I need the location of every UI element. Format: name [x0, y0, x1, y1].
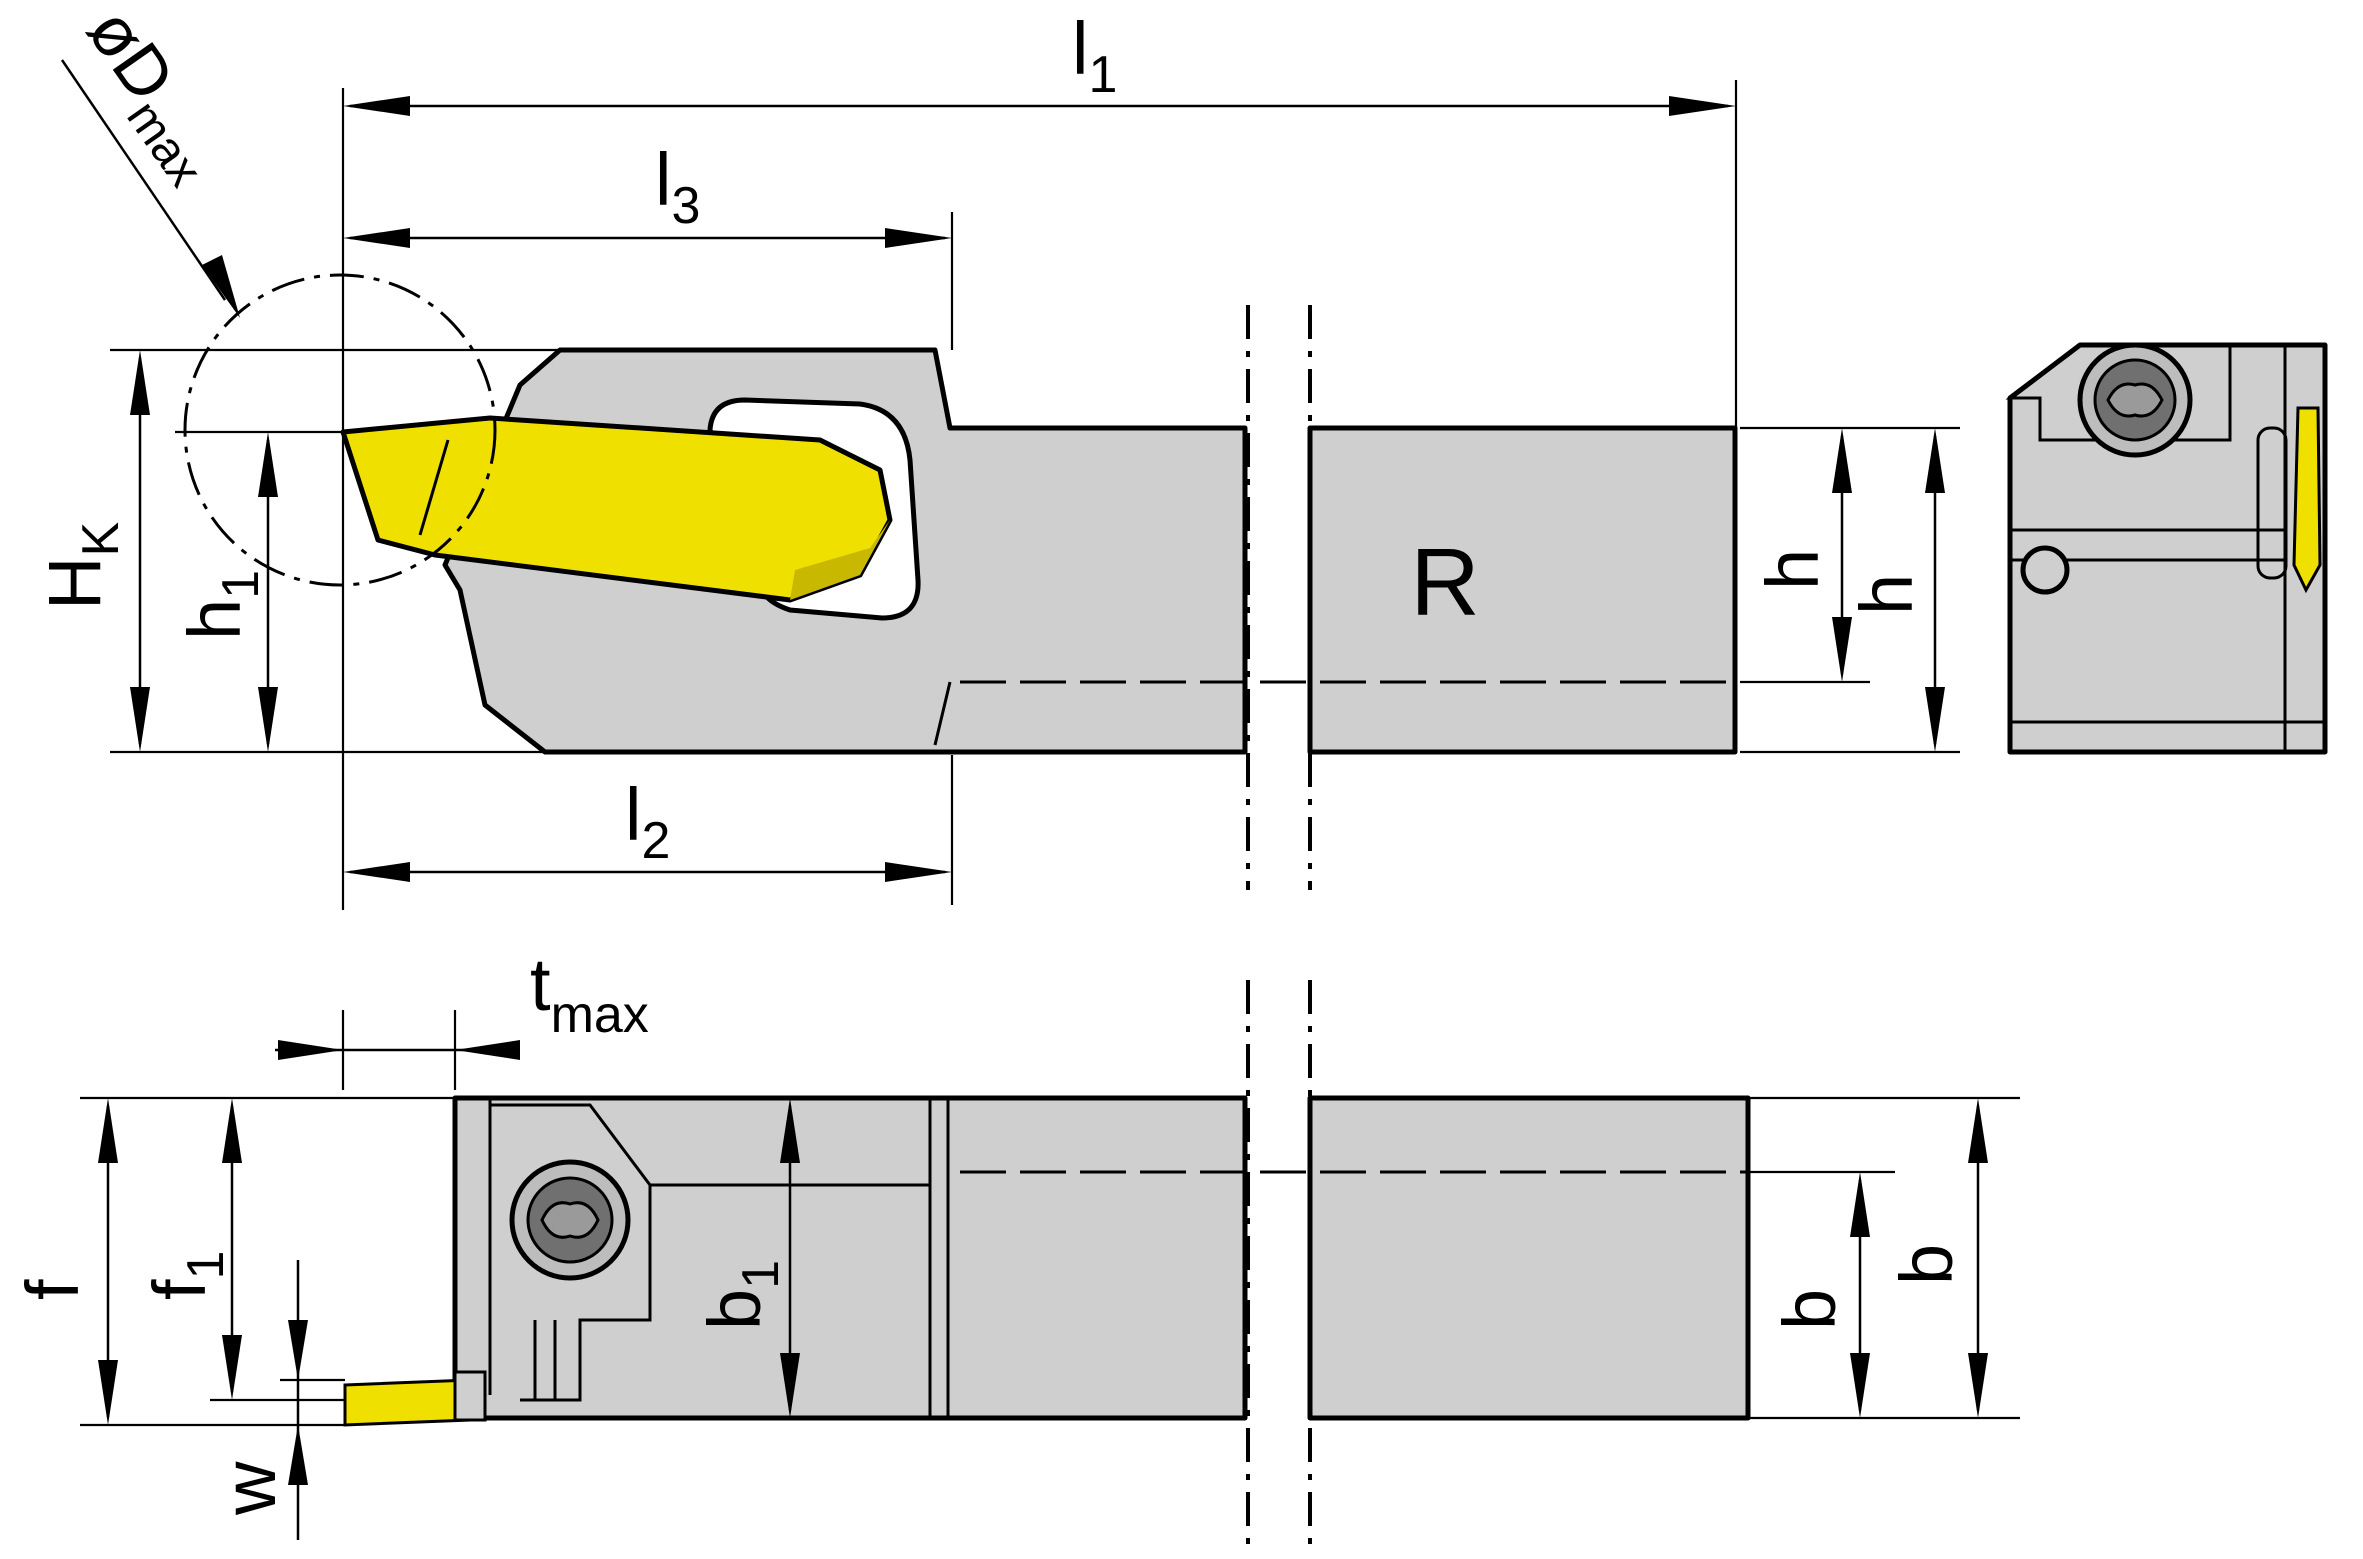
- dim-f-label: f: [11, 1279, 94, 1300]
- dim-hk-label: HK: [33, 522, 130, 610]
- hand-marker-R: R: [1410, 529, 1479, 636]
- dim-dmax-leader: [60, 59, 227, 301]
- dim-l2-label: l2: [625, 773, 670, 870]
- dim-f1-label: f1: [138, 1251, 235, 1300]
- top-view-screw-icon: [509, 1159, 631, 1281]
- dim-h-outer-label: h: [1845, 574, 1928, 615]
- dim-b1-label: b1: [693, 1260, 790, 1330]
- dim-tmax-label: tmax: [530, 943, 649, 1044]
- top-view-shank: [1307, 1095, 1751, 1421]
- dim-h-inner-label: h: [1751, 549, 1834, 590]
- top-view: [343, 980, 1751, 1545]
- side-insert-shade: [790, 520, 890, 600]
- end-view-pin: [2020, 545, 2070, 595]
- side-view: R: [183, 273, 1740, 890]
- end-view: [2005, 342, 2328, 755]
- end-view-screw-icon: [2077, 342, 2193, 458]
- dim-b-outer-label: b: [1885, 1244, 1968, 1285]
- dim-dmax-label: øDmax: [63, 0, 242, 196]
- dmax-circle: [183, 273, 497, 587]
- shank-body: [1307, 425, 1738, 755]
- top-view-head: [452, 1095, 1248, 1421]
- dimensions: l1 l3 l2 øDmax HK: [11, 0, 2020, 1540]
- end-view-insert: [2292, 406, 2322, 594]
- dim-l3-label: l3: [655, 138, 700, 235]
- dim-b-inner-label: b: [1768, 1289, 1851, 1330]
- dim-w-label: w: [208, 1461, 291, 1516]
- dim-l1-label: l1: [1072, 7, 1117, 104]
- dim-h1-label: h1: [173, 570, 270, 640]
